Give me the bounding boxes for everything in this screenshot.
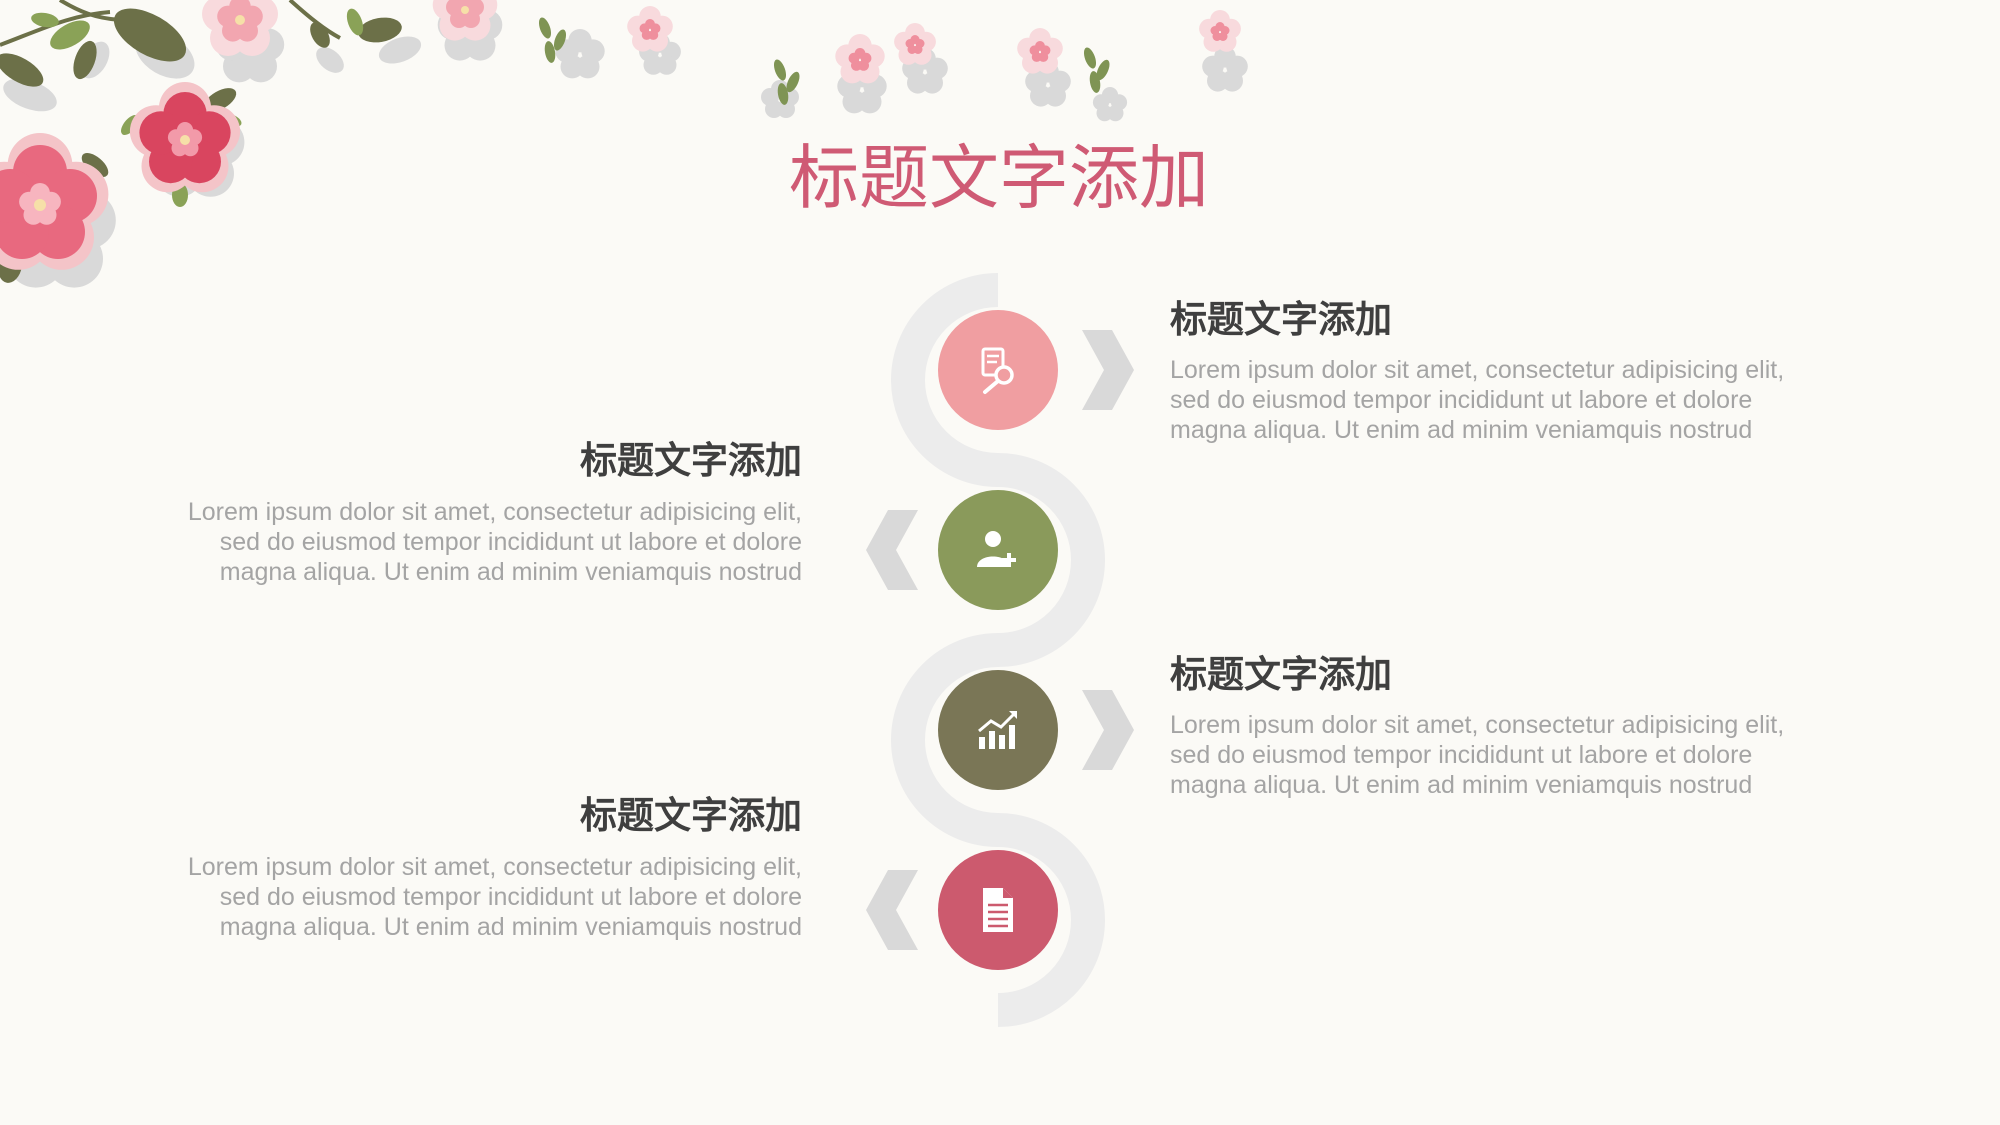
page-title: 标题文字添加 [0, 133, 2000, 223]
description-line: Lorem ipsum dolor sit amet, consectetur … [1170, 711, 1785, 739]
description-line: sed do eiusmod tempor incididunt ut labo… [1170, 386, 1753, 414]
description-line: magna aliqua. Ut enim ad minim veniamqui… [1170, 416, 1753, 444]
description-line: magna aliqua. Ut enim ad minim veniamqui… [1170, 771, 1753, 799]
growth-chart-icon [978, 711, 1017, 749]
add-user-icon [977, 531, 1016, 567]
search-document-icon [981, 347, 1014, 394]
item-description: Lorem ipsum dolor sit amet, consectetur … [162, 497, 802, 587]
timeline-node-1 [938, 310, 1058, 430]
timeline-node-3 [938, 670, 1058, 790]
chevron-left-icon [866, 510, 918, 590]
description-line: magna aliqua. Ut enim ad minim veniamqui… [219, 558, 802, 586]
item-title: 标题文字添加 [580, 794, 802, 837]
description-line: Lorem ipsum dolor sit amet, consectetur … [1170, 356, 1785, 384]
timeline-track [891, 273, 1105, 1027]
item-title: 标题文字添加 [1170, 653, 1392, 696]
document-icon [983, 888, 1013, 932]
description-line: magna aliqua. Ut enim ad minim veniamqui… [219, 913, 802, 941]
chevron-left-icon [866, 870, 918, 950]
item-description: Lorem ipsum dolor sit amet, consectetur … [162, 852, 802, 942]
chevron-right-icon [1082, 690, 1134, 770]
description-line: sed do eiusmod tempor incididunt ut labo… [219, 883, 802, 911]
timeline-node-4 [938, 850, 1058, 970]
description-line: sed do eiusmod tempor incididunt ut labo… [219, 528, 802, 556]
item-title: 标题文字添加 [1170, 298, 1392, 341]
timeline-node-2 [938, 490, 1058, 610]
item-title: 标题文字添加 [580, 439, 802, 482]
page-title-text: 标题文字添加 [789, 137, 1209, 219]
description-line: Lorem ipsum dolor sit amet, consectetur … [187, 498, 802, 526]
item-description: Lorem ipsum dolor sit amet, consectetur … [1170, 710, 1810, 800]
description-line: Lorem ipsum dolor sit amet, consectetur … [187, 853, 802, 881]
chevron-right-icon [1082, 330, 1134, 410]
item-description: Lorem ipsum dolor sit amet, consectetur … [1170, 355, 1810, 445]
description-line: sed do eiusmod tempor incididunt ut labo… [1170, 741, 1753, 769]
